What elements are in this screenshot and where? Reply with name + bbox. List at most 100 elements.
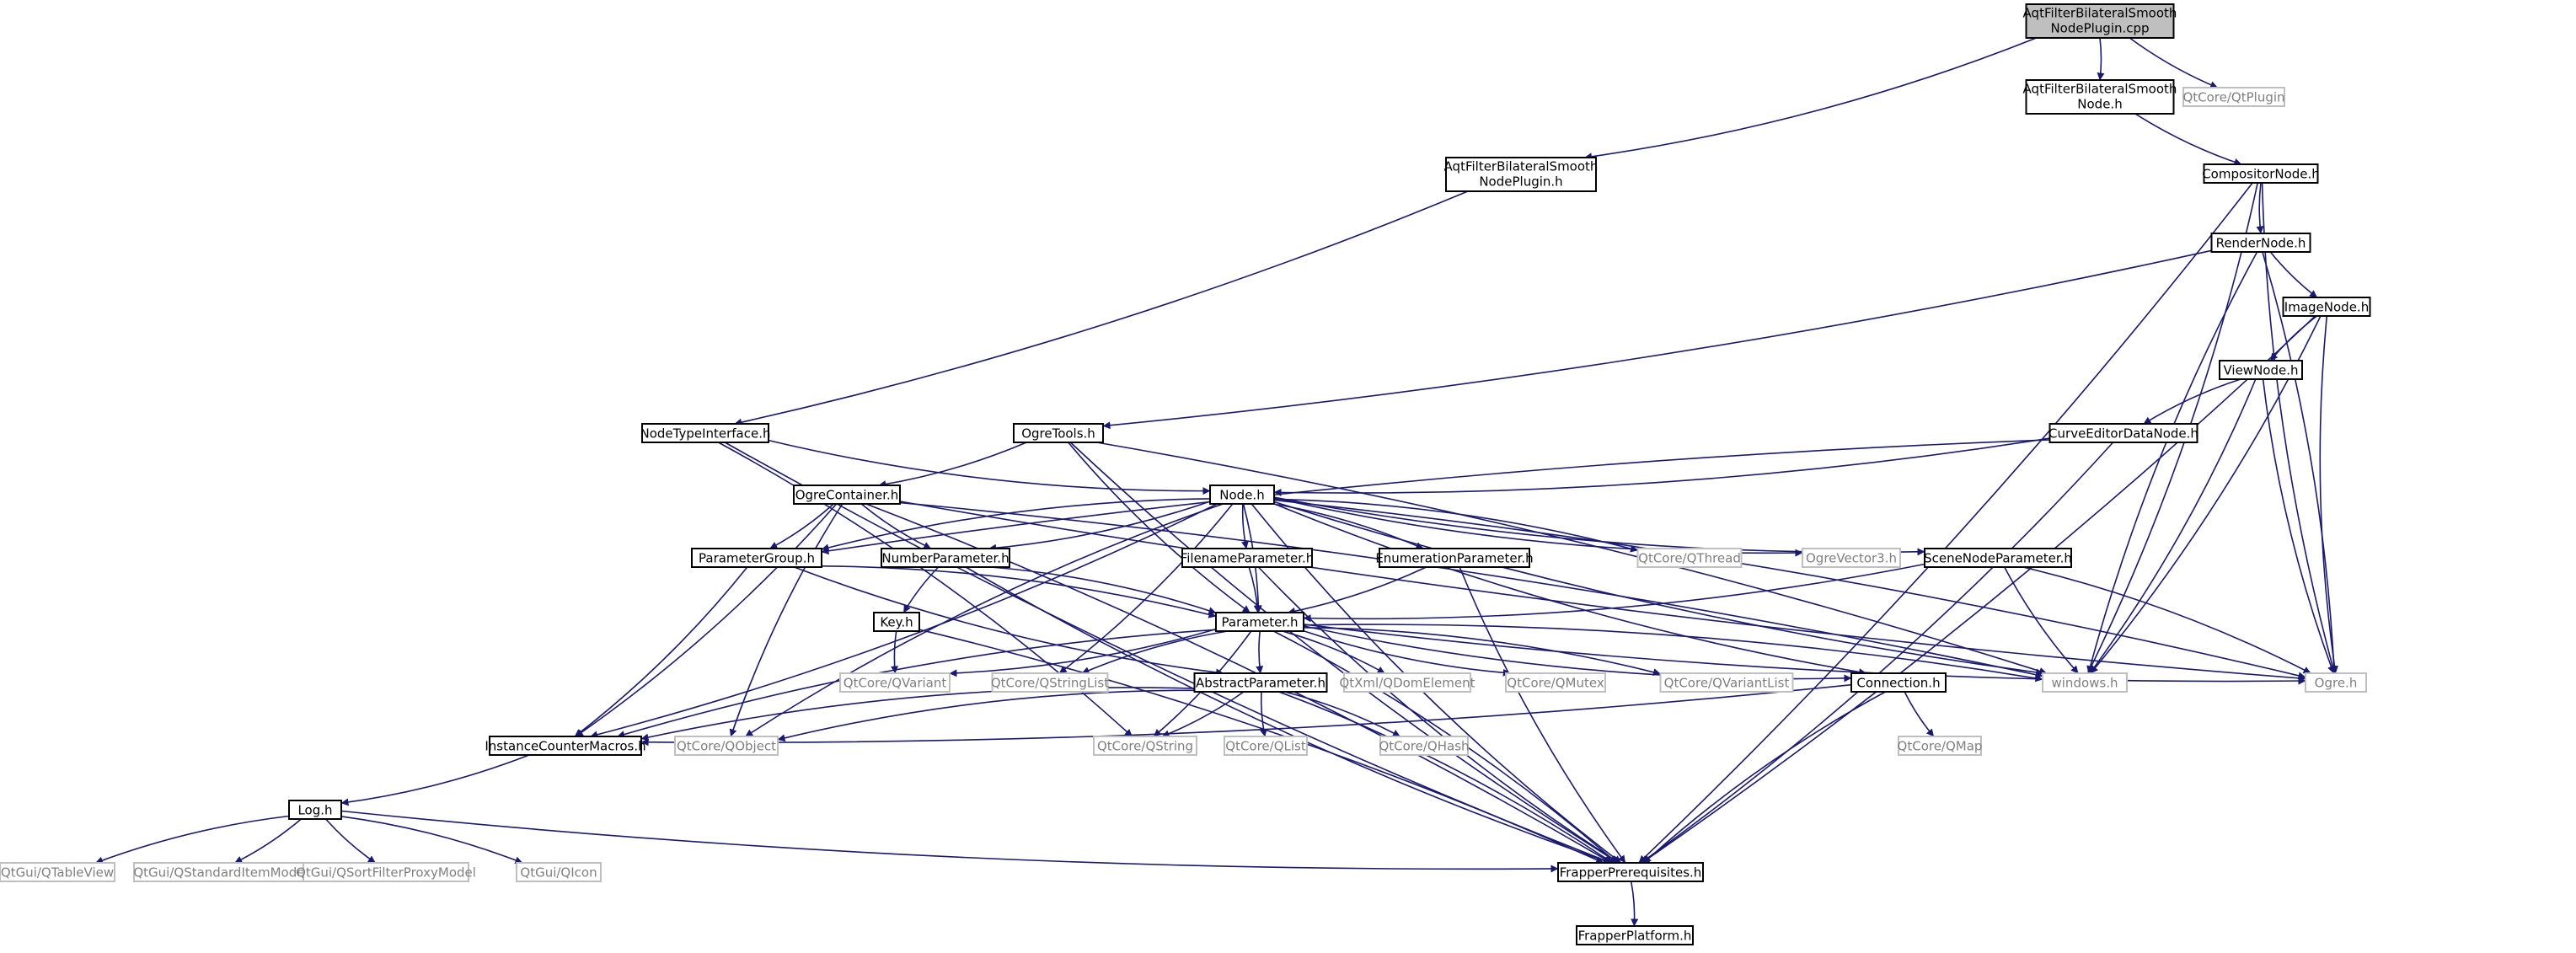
node-paramgroup[interactable]: ParameterGroup.h (691, 548, 822, 568)
edge-line (1273, 496, 1925, 556)
edge-ogretools-to-prereq (1069, 442, 1620, 864)
edge-node-to-sceneparam (1273, 496, 1925, 556)
node-prereq[interactable]: FrapperPrerequisites.h (1557, 862, 1704, 882)
edge-line (794, 566, 1224, 677)
node-box (2025, 79, 2175, 115)
edge-imagenode-to-ogre (2319, 315, 2338, 674)
node-label: Log.h (297, 803, 332, 818)
node-enumparam[interactable]: EnumerationParameter.h (1375, 548, 1534, 568)
node-rendernode[interactable]: RenderNode.h (2210, 233, 2311, 253)
node-box (2203, 163, 2319, 184)
node-platform[interactable]: FrapperPlatform.h (1576, 925, 1694, 945)
node-box (2042, 672, 2128, 693)
edge-enumparam-to-parameter (1287, 566, 1427, 615)
edge-compositor-to-rendernode (2256, 182, 2264, 234)
node-box (641, 423, 769, 443)
node-label: QtCore/QMap (1898, 739, 1983, 754)
edge-parameter-to-ogre (1303, 624, 2306, 685)
node-connection[interactable]: Connection.h (1850, 672, 1947, 693)
node-box (2025, 3, 2175, 39)
node-log[interactable]: Log.h (288, 800, 342, 820)
edge-filenameparam-to-parameter (1248, 566, 1261, 613)
edge-line (2086, 251, 2258, 674)
node-compositor[interactable]: CompositorNode.h (2202, 163, 2320, 184)
node-box (1193, 672, 1328, 693)
edge-line (878, 442, 1027, 489)
edge-parameter-to-qvariantlist (1303, 627, 1661, 677)
edge-paramgroup-to-parameter (821, 565, 1217, 618)
edge-line (821, 565, 1217, 618)
edge-numberparam-to-prereq (965, 566, 1611, 865)
edge-log-to-qicon (340, 816, 523, 865)
edge-line (768, 439, 1211, 495)
edge-nodetype-to-prereq (724, 442, 1612, 865)
node-label: QtGui/QStandardItemModel (133, 865, 308, 881)
edge-line (1081, 630, 1229, 674)
edge-paramgroup-to-abstractparam (794, 566, 1224, 677)
node-qicon: QtGui/QIcon (516, 862, 602, 882)
edge-line (2003, 566, 2079, 674)
edge-parameter-to-qvariant (949, 628, 1217, 677)
edge-line (617, 629, 1217, 738)
node-imagenode[interactable]: ImageNode.h (2282, 297, 2371, 317)
edge-rendernode-to-imagenode (2269, 251, 2318, 298)
node-box (1576, 925, 1694, 945)
edge-line (1640, 442, 2114, 864)
edge-line (2261, 182, 2337, 674)
node-ogrecontainer[interactable]: OgreContainer.h (793, 485, 901, 505)
node-box (1013, 423, 1104, 443)
edge-line (2262, 378, 2335, 674)
node-box (2282, 297, 2371, 317)
node-box (2305, 672, 2367, 693)
node-abstractparam[interactable]: AbstractParameter.h (1193, 672, 1328, 693)
node-qtplugin: QtCore/QtPlugin (2182, 87, 2285, 107)
edge-paramgroup-to-instcounter (574, 566, 748, 737)
edge-imagenode-to-prereq (1641, 315, 2316, 864)
edge-node-to-windows (1273, 501, 2044, 677)
edge-line (821, 498, 1211, 552)
node-numberparam[interactable]: NumberParameter.h (881, 548, 1010, 568)
node-qmap: QtCore/QMap (1898, 736, 1983, 756)
edge-prereq-to-platform (1630, 881, 1639, 927)
edge-node-to-qobject (745, 503, 1224, 737)
edge-line (234, 818, 302, 864)
node-box (288, 800, 342, 820)
node-box (1557, 862, 1704, 882)
node-sceneparam[interactable]: SceneNodeParameter.h (1924, 548, 2072, 568)
node-curveeditor[interactable]: CurveEditorDataNode.h (2048, 423, 2198, 443)
edge-line (860, 503, 932, 549)
edge-line (990, 566, 1217, 614)
node-parameter[interactable]: Parameter.h (1215, 612, 1304, 632)
edge-line (902, 566, 940, 613)
node-instcounter[interactable]: InstanceCounterMacros.h (485, 736, 646, 756)
node-label: Parameter.h (1222, 615, 1299, 630)
node-node[interactable]: Node.h (1209, 485, 1275, 505)
node-box (1343, 672, 1471, 693)
edge-line (1273, 501, 2044, 677)
edge-node-to-qthread (1273, 498, 1638, 553)
node-filenameparam[interactable]: FilenameParameter.h (1181, 548, 1315, 568)
edge-line (1584, 37, 2037, 161)
edge-connection-to-qmap (1904, 691, 1935, 737)
node-ogretools[interactable]: OgreTools.h (1013, 423, 1104, 443)
edge-abstractparam-to-qlist (1259, 691, 1267, 737)
edge-line (1287, 566, 1427, 615)
node-viewnode[interactable]: ViewNode.h (2219, 360, 2303, 380)
edge-parameter-to-qdomelement (1282, 630, 1385, 674)
node-key[interactable]: Key.h (873, 612, 920, 632)
node-box (1898, 736, 1982, 756)
node-box (873, 612, 920, 632)
file-nodes: AqtFilterBilateralSmoothNodePlugin.cppAq… (0, 3, 2371, 945)
node-label: CurveEditorDataNode.h (2048, 426, 2198, 442)
edge-line (1282, 630, 1385, 674)
node-nodetype[interactable]: NodeTypeInterface.h (640, 423, 771, 443)
edge-abstractparam-to-qobject (777, 689, 1195, 742)
edge-line (1273, 498, 1638, 553)
edge-log-to-prereq (340, 810, 1559, 873)
edge-line (965, 566, 1611, 865)
edge-line (1630, 881, 1639, 927)
edge-line (2022, 566, 2311, 674)
